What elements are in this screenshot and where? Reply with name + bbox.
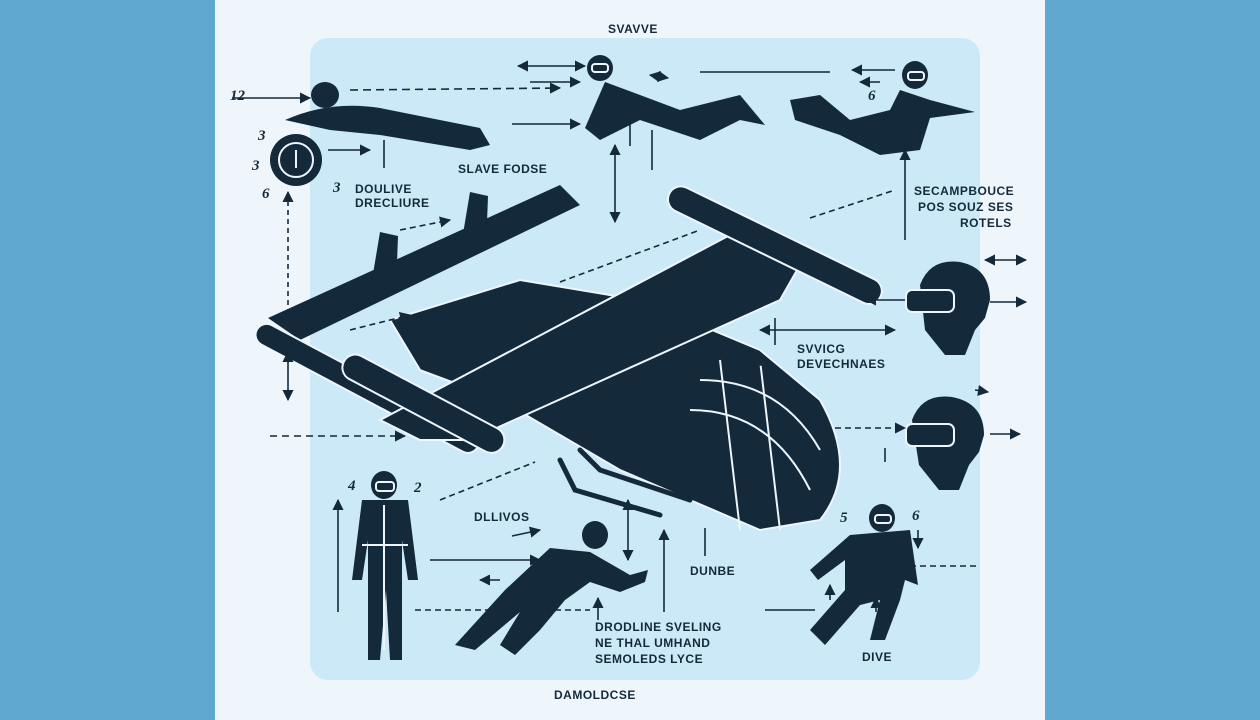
label-drodline: DRODLINE SVELING: [595, 620, 722, 634]
label-dllivos: DLLIVOS: [474, 510, 530, 524]
aircraft: [254, 185, 883, 532]
label-svvicg: SVVICG: [797, 342, 846, 356]
arrows: [232, 60, 1028, 620]
diver-top-center: [585, 55, 765, 140]
nose-ribs: [689, 359, 821, 531]
number-3-b: 3: [252, 158, 260, 174]
tail-fin-right: [462, 192, 488, 250]
gauge-icon: [270, 134, 322, 186]
label-drecliure: DRECLIURE: [355, 196, 430, 210]
crouching-diver: [455, 521, 648, 655]
number-5: 5: [840, 510, 848, 526]
number-4: 4: [348, 478, 356, 494]
wing-pod-left: [341, 353, 506, 454]
label-pos-souz-ses: POS SOUZ SES: [918, 200, 1014, 214]
label-slave-fodse: SLAVE FODSE: [458, 162, 548, 176]
diver-top-right: [790, 61, 975, 155]
number-2: 2: [414, 480, 422, 496]
mask-details: [362, 63, 955, 650]
diver-head-upper-right: [920, 261, 990, 355]
number-3-a: 3: [258, 128, 266, 144]
number-6-c: 6: [912, 508, 920, 524]
fuselage: [388, 278, 841, 532]
tail-fin-left: [372, 232, 398, 290]
number-12: 12: [230, 88, 245, 104]
number-6-a: 6: [262, 186, 270, 202]
top-title: SVAVVE: [608, 22, 658, 36]
figures: [285, 55, 990, 660]
label-dive: DIVE: [862, 650, 893, 664]
label-secampbouce: SECAMPBOUCE: [914, 184, 1015, 198]
swimmer-top-left: [285, 82, 490, 150]
rear-wing: [268, 185, 580, 340]
label-rotels: ROTELS: [960, 216, 1012, 230]
number-6-b: 6: [868, 88, 876, 104]
label-doulive: DOULIVE: [355, 182, 412, 196]
label-ne-thal-umhand: NE THAL UMHAND: [595, 636, 711, 650]
wing-pod-right: [666, 185, 883, 306]
label-devechnaes: DEVECHNAES: [797, 357, 886, 371]
number-3-c: 3: [333, 180, 341, 196]
label-dunbe: DUNBE: [690, 564, 736, 578]
label-semoleds-lyce: SEMOLEDS LYCE: [595, 652, 704, 666]
bottom-title: DAMOLDCSE: [554, 688, 636, 702]
diver-bottom-right: [810, 504, 918, 645]
